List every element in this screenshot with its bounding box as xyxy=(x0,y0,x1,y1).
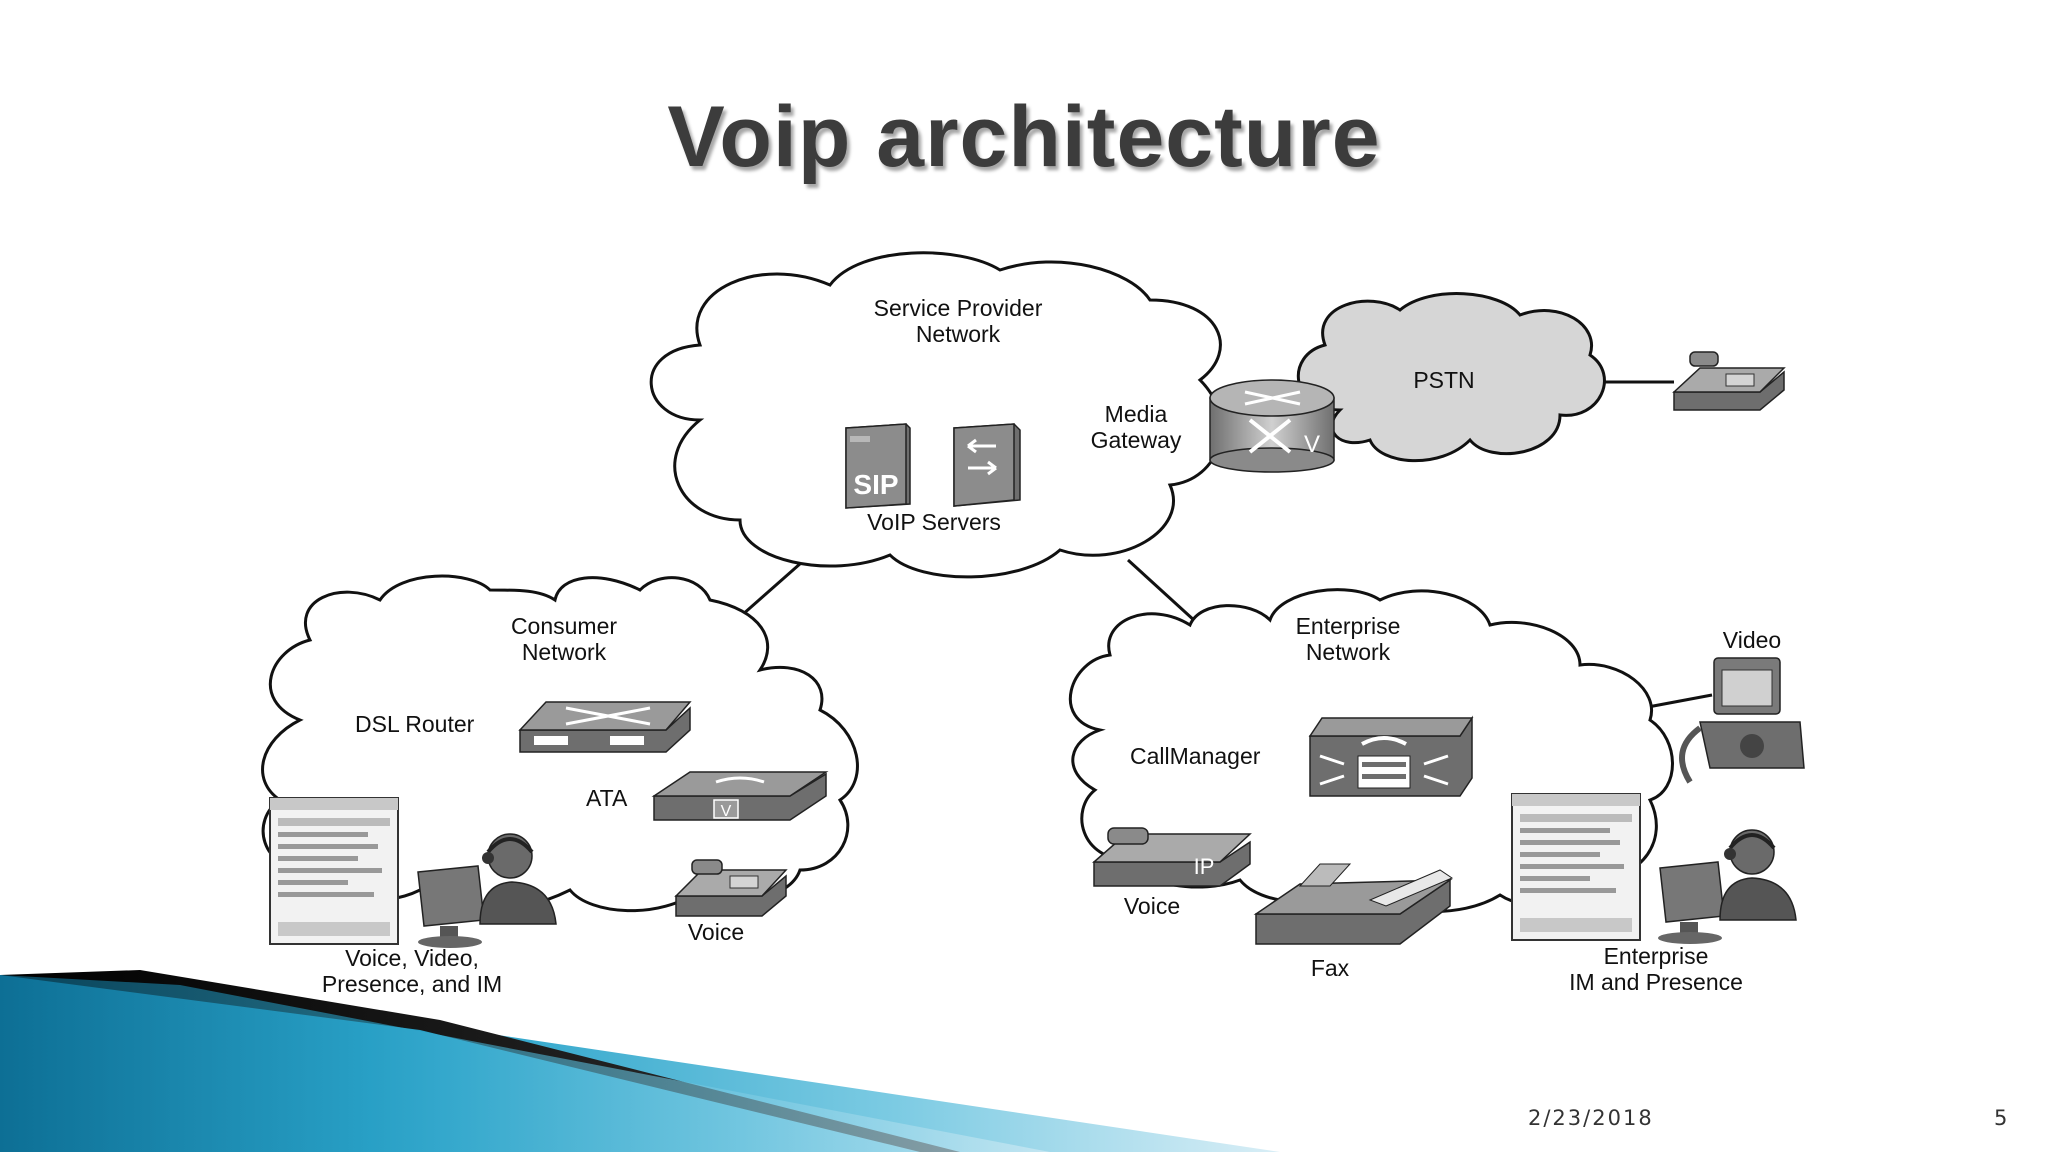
video-phone-icon xyxy=(1679,657,1805,784)
gateway-v-text: V xyxy=(1304,431,1320,458)
callmanager-icon xyxy=(1308,715,1474,797)
voip-servers-label: VoIP Servers xyxy=(867,509,1001,535)
fax-machine-icon xyxy=(1253,863,1454,945)
pstn-phone-icon xyxy=(1672,351,1786,411)
dsl-router-icon xyxy=(518,701,692,753)
media-gateway-icon: V xyxy=(1209,379,1335,473)
callmanager-label: CallManager xyxy=(1130,743,1261,769)
pstn-cloud-label: PSTN xyxy=(1413,367,1474,393)
ata-label: ATA xyxy=(586,785,628,811)
consumer-voice-phone-icon xyxy=(674,859,788,917)
service-provider-cloud xyxy=(649,251,1223,579)
ata-v-text: V xyxy=(721,803,732,820)
slide-date: 2/23/2018 xyxy=(1528,1106,1654,1130)
consumer-voice-label: Voice xyxy=(688,919,744,945)
slide-ribbon-decoration xyxy=(0,970,1280,1152)
ip-badge-text: IP xyxy=(1194,854,1215,879)
enterprise-im-client-window-icon xyxy=(1511,793,1641,941)
enterprise-user-at-computer-icon xyxy=(1658,829,1797,944)
ata-icon: V xyxy=(651,771,829,821)
consumer-im-client-window-icon xyxy=(269,797,399,945)
slide-page-number: 5 xyxy=(1994,1106,2008,1130)
pstn-cloud xyxy=(1296,292,1606,463)
consumer-user-at-computer-icon xyxy=(417,833,557,948)
sip-badge-text: SIP xyxy=(853,469,898,500)
slide-title: Voip architecture xyxy=(667,89,1381,185)
ip-phone-icon: IP xyxy=(1092,827,1252,887)
voip-server-icon xyxy=(953,423,1021,507)
video-label: Video xyxy=(1723,627,1781,653)
fax-label: Fax xyxy=(1311,955,1350,981)
sip-server-icon: SIP xyxy=(845,423,911,509)
dsl-router-label: DSL Router xyxy=(355,711,475,737)
enterprise-voice-label: Voice xyxy=(1124,893,1180,919)
consumer-client-label: Voice, Video,Presence, and IM xyxy=(322,945,502,997)
